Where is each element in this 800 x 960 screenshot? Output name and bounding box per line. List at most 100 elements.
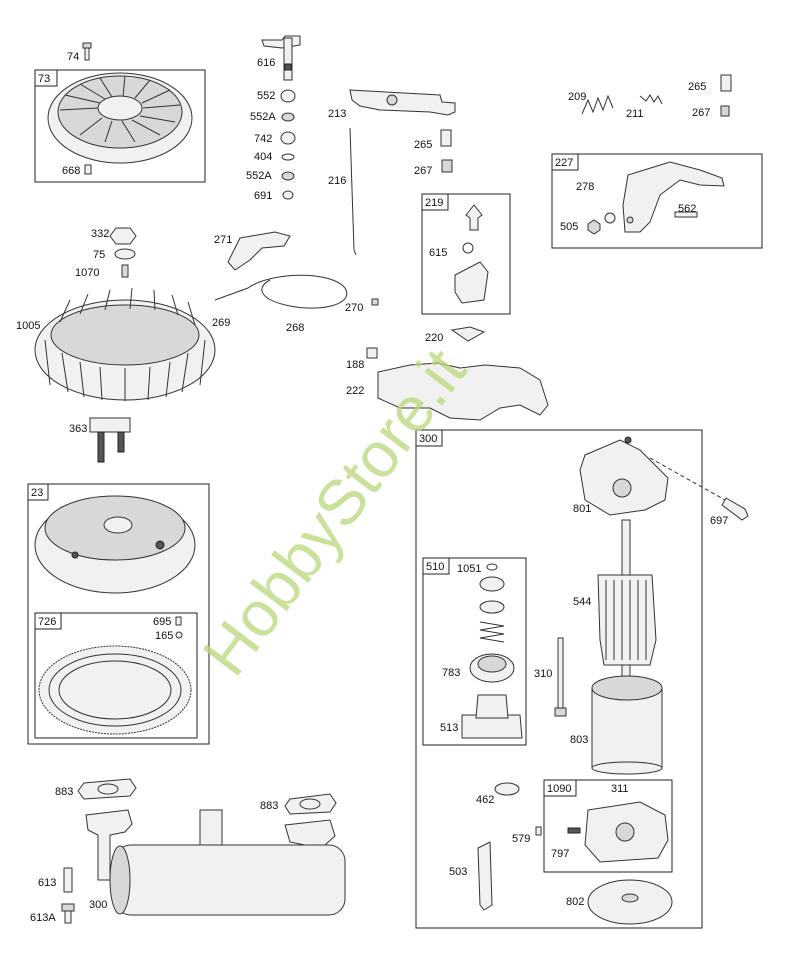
- through-bolt-310-part: [554, 637, 567, 717]
- seal-552-part: [280, 89, 296, 103]
- clip-742-part: [280, 131, 296, 145]
- label-579: 579: [512, 833, 530, 845]
- control-bracket-271-part: [227, 231, 291, 271]
- group-box-1090: [543, 779, 673, 873]
- label-165: 165: [155, 630, 173, 642]
- pinion-783-part: [469, 653, 515, 683]
- washer-462-part: [494, 782, 520, 796]
- brush-holder-1090-part: [567, 801, 669, 863]
- label-188: 188: [346, 359, 364, 371]
- label-505: 505: [560, 221, 578, 233]
- label-278: 278: [576, 181, 594, 193]
- label-615: 615: [429, 247, 447, 259]
- screw-74-part: [82, 42, 92, 61]
- label-211: 211: [626, 108, 644, 120]
- label-695: 695: [153, 616, 171, 628]
- nut-270-part: [371, 298, 379, 306]
- label-363: 363: [69, 423, 87, 435]
- bracket-222-part: [377, 362, 549, 421]
- label-783: 783: [442, 667, 460, 679]
- label-802: 802: [566, 896, 584, 908]
- group-box-73: [34, 69, 206, 183]
- group-label-510: 510: [426, 561, 444, 573]
- group-label-23: 23: [31, 487, 43, 499]
- label-552a-2: 552A: [246, 170, 272, 182]
- label-216: 216: [328, 175, 346, 187]
- spring-209-part: [581, 94, 614, 115]
- label-220: 220: [425, 332, 443, 344]
- label-267-a: 267: [414, 165, 432, 177]
- label-544: 544: [573, 596, 591, 608]
- label-613: 613: [38, 877, 56, 889]
- label-213: 213: [328, 108, 346, 120]
- cup-220-part: [450, 326, 486, 342]
- flywheel-23-part: [34, 495, 196, 594]
- ring-gear-726-part: [38, 645, 192, 735]
- label-75: 75: [93, 249, 105, 261]
- label-513: 513: [440, 722, 458, 734]
- label-668: 668: [62, 165, 80, 177]
- label-462: 462: [476, 794, 494, 806]
- bolt-697-part: [721, 497, 749, 521]
- washer-552a-part: [281, 112, 295, 122]
- drive-nut-513-part: [461, 694, 523, 739]
- washer-552a-2-part: [281, 171, 295, 181]
- group-label-227: 227: [555, 157, 573, 169]
- group-box-510: [422, 557, 527, 746]
- label-883-b: 883: [260, 800, 278, 812]
- group-box-23: [27, 483, 210, 745]
- end-cap-802-part: [587, 879, 673, 925]
- spring-211-part: [639, 94, 663, 105]
- motor-housing-803-part: [591, 675, 663, 775]
- label-691: 691: [254, 190, 272, 202]
- label-1005: 1005: [16, 320, 40, 332]
- label-269: 269: [212, 317, 230, 329]
- collar-510-a-part: [479, 576, 505, 592]
- nut-165-part: [175, 631, 183, 639]
- group-label-300: 300: [419, 433, 437, 445]
- label-265-a: 265: [414, 139, 432, 151]
- label-300: 300: [89, 899, 107, 911]
- clip-265-b-part: [720, 74, 732, 92]
- rotating-screen-73-part: [47, 72, 193, 164]
- screw-267-b-part: [720, 105, 730, 117]
- label-404: 404: [254, 151, 272, 163]
- strap-503-part: [477, 841, 493, 911]
- label-1051: 1051: [457, 563, 481, 575]
- gasket-883-a-part: [77, 778, 137, 800]
- muffler-300-part: [85, 809, 346, 916]
- group-label-73: 73: [38, 73, 50, 85]
- spring-510-part: [479, 621, 505, 643]
- screw-613-part: [63, 867, 73, 893]
- washer-75-part: [114, 248, 136, 260]
- label-503: 503: [449, 866, 467, 878]
- bolt-188-part: [366, 347, 378, 359]
- end-cap-801-part: [579, 436, 669, 516]
- label-310: 310: [534, 668, 552, 680]
- label-801: 801: [573, 503, 591, 515]
- oring-404-part: [281, 153, 295, 161]
- washer-278-part: [604, 212, 616, 224]
- ring-691-part: [282, 190, 294, 200]
- leader-dashed: [649, 457, 726, 501]
- screw-267-part: [441, 159, 453, 173]
- label-209: 209: [568, 91, 586, 103]
- label-1070: 1070: [75, 267, 99, 279]
- label-797: 797: [551, 848, 569, 860]
- armature-544-part: [597, 519, 657, 678]
- dipstick-tube-616-part: [261, 35, 301, 81]
- group-box-227: [551, 153, 763, 249]
- group-box-219: [421, 193, 511, 315]
- label-616: 616: [257, 57, 275, 69]
- label-265-b: 265: [688, 81, 706, 93]
- label-311: 311: [611, 783, 629, 795]
- flywheel-1005-part: [34, 287, 216, 401]
- nut-505-part: [587, 219, 601, 235]
- screw-579-part: [535, 826, 542, 836]
- label-267-b: 267: [692, 107, 710, 119]
- group-label-726: 726: [38, 616, 56, 628]
- bracket-213-part: [349, 89, 456, 116]
- label-883-a: 883: [55, 786, 73, 798]
- label-552a-1: 552A: [250, 111, 276, 123]
- watermark: HobbyStore.it: [189, 335, 480, 688]
